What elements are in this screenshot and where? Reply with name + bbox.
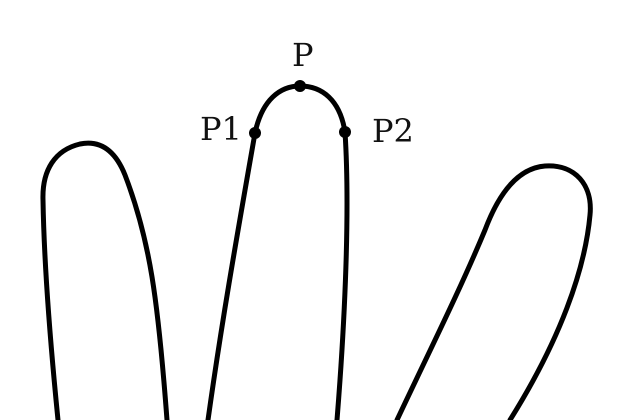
point-p1-marker bbox=[249, 127, 261, 139]
point-p-marker bbox=[294, 80, 306, 92]
point-p1-label: P1 bbox=[200, 110, 242, 148]
point-p2-label: P2 bbox=[372, 112, 414, 150]
left-finger-outline bbox=[40, 140, 170, 420]
point-p2-marker bbox=[339, 126, 351, 138]
point-p-label: P bbox=[292, 36, 314, 74]
right-finger-outline bbox=[394, 163, 593, 420]
